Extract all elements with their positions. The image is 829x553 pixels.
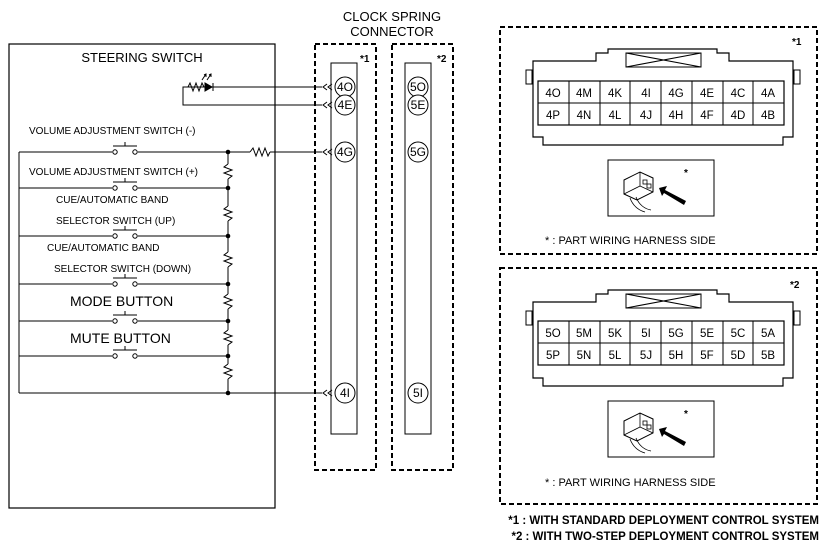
illumination-led-circuit xyxy=(182,73,322,106)
label-mode-button: MODE BUTTON xyxy=(70,293,173,309)
c2-cell-5J: 5J xyxy=(640,350,652,362)
footnote-1: *1 : WITH STANDARD DEPLOYMENT CONTROL SY… xyxy=(508,515,819,527)
strip-2-pin-5I: 5I xyxy=(413,386,423,400)
c2-cell-5A: 5A xyxy=(761,328,775,340)
c1-cell-4D: 4D xyxy=(731,110,746,122)
strip-1-pin-4O: 4O xyxy=(337,80,353,94)
c1-cell-4N: 4N xyxy=(577,110,592,122)
mode-button-switch-symbol xyxy=(112,311,138,324)
strip-1-pin-4G: 4G xyxy=(337,145,353,159)
connector-2-housing xyxy=(532,289,794,387)
label-cue-down-line-1: CUE/AUTOMATIC BAND xyxy=(47,243,159,254)
strip-2-pin-5O: 5O xyxy=(410,80,426,94)
connector-1-mark: *1 xyxy=(792,37,802,48)
c2-cell-5C: 5C xyxy=(731,328,746,340)
c2-cell-5G: 5G xyxy=(668,328,683,340)
footnotes: *1 : WITH STANDARD DEPLOYMENT CONTROL SY… xyxy=(508,515,819,543)
clock-spring-strip-2: *2 5O 5E 5G 5I xyxy=(391,43,454,471)
strip-1-pin-4I: 4I xyxy=(340,386,350,400)
volume-minus-switch-symbol xyxy=(112,142,138,155)
c1-cell-4O: 4O xyxy=(545,88,560,100)
c2-cell-5E: 5E xyxy=(700,328,714,340)
c1-cell-4A: 4A xyxy=(761,88,775,100)
cue-down-switch-symbol xyxy=(112,274,138,287)
c2-cell-5I: 5I xyxy=(641,328,651,340)
connector-1-note: * : PART WIRING HARNESS SIDE xyxy=(545,235,716,247)
footnote-2: *2 : WITH TWO-STEP DEPLOYMENT CONTROL SY… xyxy=(511,531,819,543)
c1-cell-4B: 4B xyxy=(761,110,775,122)
c2-cell-5P: 5P xyxy=(546,350,560,362)
connector-detail-2: *2 5O 5M 5K 5I 5G 5E 5C 5A 5P 5N 5L 5J xyxy=(499,267,818,505)
cue-up-switch-symbol xyxy=(112,226,138,239)
label-cue-down-line-2: SELECTOR SWITCH (DOWN) xyxy=(54,264,191,275)
label-cue-up-line-2: SELECTOR SWITCH (UP) xyxy=(56,216,175,227)
harness-icon-2-star: * xyxy=(684,409,688,420)
strip-2-pin-5E: 5E xyxy=(411,98,426,112)
c2-cell-5K: 5K xyxy=(608,328,622,340)
c1-cell-4E: 4E xyxy=(700,88,714,100)
c2-cell-5D: 5D xyxy=(731,350,746,362)
junction-dots xyxy=(225,149,231,396)
c2-cell-5F: 5F xyxy=(700,350,713,362)
c1-cell-4K: 4K xyxy=(608,88,622,100)
c2-cell-5N: 5N xyxy=(577,350,592,362)
label-mute-button: MUTE BUTTON xyxy=(70,330,171,346)
steering-switch-label: STEERING SWITCH xyxy=(81,50,202,65)
harness-side-icon-1: * xyxy=(607,159,715,217)
label-cue-up-line-1: CUE/AUTOMATIC BAND xyxy=(56,195,168,206)
c1-cell-4P: 4P xyxy=(546,110,560,122)
connector-2-mark: *2 xyxy=(790,280,800,291)
strip-1-pin-4E: 4E xyxy=(338,98,353,112)
c2-cell-5M: 5M xyxy=(576,328,592,340)
c1-cell-4C: 4C xyxy=(731,88,746,100)
clock-spring-connector-title: CLOCK SPRING CONNECTOR xyxy=(343,9,441,39)
c1-cell-4I: 4I xyxy=(641,88,651,100)
mute-button-switch-symbol xyxy=(112,346,138,359)
c2-cell-5H: 5H xyxy=(669,350,684,362)
strip-2-pin-5G: 5G xyxy=(410,145,426,159)
connector-detail-1: *1 4O 4M 4K 4I 4G 4E 4C 4A 4P 4N 4L 4J xyxy=(499,26,818,255)
connector-1-housing xyxy=(532,48,794,146)
label-volume-minus: VOLUME ADJUSTMENT SWITCH (-) xyxy=(29,126,195,137)
c1-cell-4G: 4G xyxy=(668,88,683,100)
volume-plus-switch-symbol xyxy=(112,178,138,191)
c1-cell-4L: 4L xyxy=(609,110,622,122)
switch-contacts xyxy=(112,142,138,359)
strip-2-mark: *2 xyxy=(437,54,447,65)
steering-switch-box xyxy=(8,43,276,509)
connector-title-line-2: CONNECTOR xyxy=(350,24,434,39)
c2-cell-5B: 5B xyxy=(761,350,775,362)
c1-cell-4M: 4M xyxy=(576,88,592,100)
connector-2-note: * : PART WIRING HARNESS SIDE xyxy=(545,477,716,489)
clock-spring-strip-1: *1 4O 4E 4G 4I xyxy=(314,43,377,471)
c2-cell-5L: 5L xyxy=(609,350,622,362)
label-volume-plus: VOLUME ADJUSTMENT SWITCH (+) xyxy=(29,167,198,178)
c1-cell-4F: 4F xyxy=(700,110,713,122)
c1-cell-4H: 4H xyxy=(669,110,684,122)
strip-1-mark: *1 xyxy=(360,54,370,65)
harness-side-icon-2: * xyxy=(607,400,715,458)
c1-cell-4J: 4J xyxy=(640,110,652,122)
connector-title-line-1: CLOCK SPRING xyxy=(343,9,441,24)
switch-ladder-wiring xyxy=(18,146,322,394)
harness-icon-1-star: * xyxy=(684,168,688,179)
steering-switch-unit: STEERING SWITCH xyxy=(8,43,322,509)
c2-cell-5O: 5O xyxy=(545,328,560,340)
